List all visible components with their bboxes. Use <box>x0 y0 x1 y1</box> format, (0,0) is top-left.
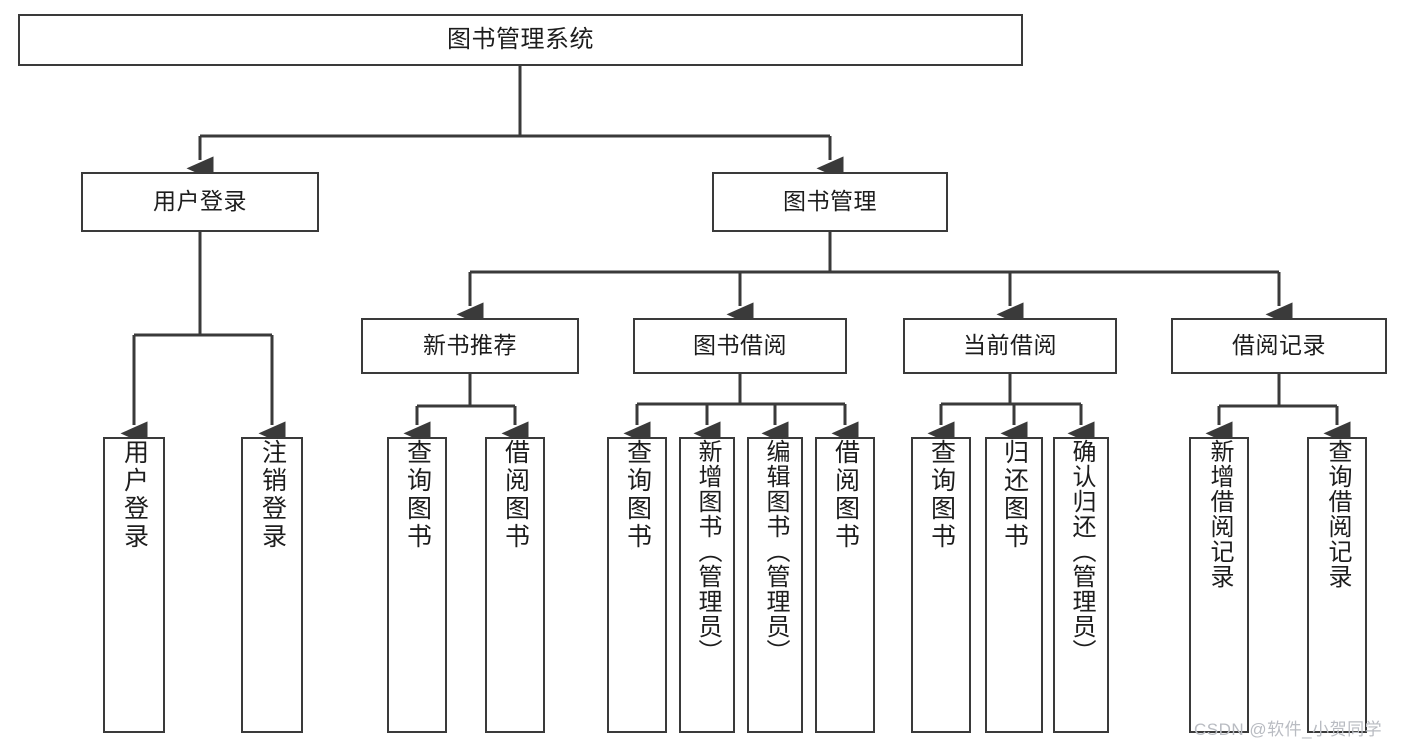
node-label: 用户登录 <box>120 439 149 551</box>
node-book-management[interactable]: 图书管理 <box>712 172 948 232</box>
node-label: 归还图书 <box>1000 439 1029 551</box>
leaf-node-borrow-book[interactable]: 借阅图书 <box>815 437 875 733</box>
leaf-node-return-book[interactable]: 归还图书 <box>985 437 1043 733</box>
leaf-node-add-book-admin[interactable]: 新增图书（管理员） <box>679 437 735 733</box>
node-label: 借阅图书 <box>831 439 860 551</box>
node-book-borrowing[interactable]: 图书借阅 <box>633 318 847 374</box>
node-label: 当前借阅 <box>963 332 1057 359</box>
leaf-node-query-book-borrowing[interactable]: 查询图书 <box>607 437 667 733</box>
leaf-node-add-borrowing-record[interactable]: 新增借阅记录 <box>1189 437 1249 733</box>
node-new-book-recommendation[interactable]: 新书推荐 <box>361 318 579 374</box>
node-label: 查询图书 <box>927 439 956 551</box>
node-label: 确认归还（管理员） <box>1068 439 1095 664</box>
node-user-login[interactable]: 用户登录 <box>81 172 319 232</box>
node-root-book-management-system[interactable]: 图书管理系统 <box>18 14 1023 66</box>
node-label: 新增图书（管理员） <box>694 439 721 664</box>
node-label: 查询图书 <box>403 439 432 551</box>
node-borrowing-records[interactable]: 借阅记录 <box>1171 318 1387 374</box>
node-label: 借阅记录 <box>1232 332 1326 359</box>
node-label: 图书管理系统 <box>447 25 594 53</box>
node-label: 新书推荐 <box>423 332 517 359</box>
leaf-node-confirm-return-admin[interactable]: 确认归还（管理员） <box>1053 437 1109 733</box>
leaf-node-query-borrowing-record[interactable]: 查询借阅记录 <box>1307 437 1367 733</box>
node-current-borrowing[interactable]: 当前借阅 <box>903 318 1117 374</box>
leaf-node-query-book-recommendation[interactable]: 查询图书 <box>387 437 447 733</box>
node-label: 注销登录 <box>258 439 287 551</box>
leaf-node-logout[interactable]: 注销登录 <box>241 437 303 733</box>
leaf-node-edit-book-admin[interactable]: 编辑图书（管理员） <box>747 437 803 733</box>
node-label: 新增借阅记录 <box>1206 439 1233 589</box>
leaf-node-user-login[interactable]: 用户登录 <box>103 437 165 733</box>
node-label: 图书借阅 <box>693 332 787 359</box>
node-label: 借阅图书 <box>501 439 530 551</box>
node-label: 查询借阅记录 <box>1324 439 1351 589</box>
leaf-node-query-book-current[interactable]: 查询图书 <box>911 437 971 733</box>
node-label: 用户登录 <box>153 188 247 215</box>
node-label: 查询图书 <box>623 439 652 551</box>
leaf-node-borrow-book-recommendation[interactable]: 借阅图书 <box>485 437 545 733</box>
node-label: 图书管理 <box>783 188 877 215</box>
csdn-watermark: CSDN @软件_小贺同学 <box>1194 720 1383 739</box>
node-label: 编辑图书（管理员） <box>762 439 789 664</box>
